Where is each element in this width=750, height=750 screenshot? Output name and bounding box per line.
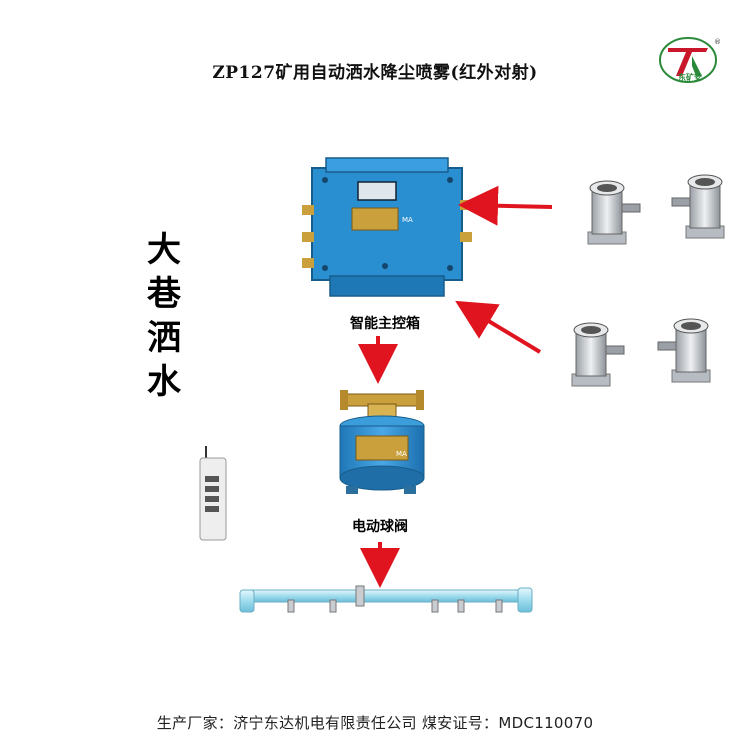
remote-control: [199, 446, 227, 541]
infrared-sensor: [571, 322, 625, 387]
infrared-sensor: [671, 174, 725, 239]
ball-valve-label: 电动球阀: [352, 519, 408, 535]
footer-manufacturer: 生产厂家：济宁东达机电有限责任公司 煤安证号：MDC110070: [156, 714, 594, 732]
control-box: MA: [302, 157, 472, 297]
control-box-label: 智能主控箱: [350, 316, 420, 332]
arrow-sensor-bottom: [455, 300, 542, 354]
infrared-sensor: [587, 180, 641, 245]
logo-text: 东矿安: [678, 73, 702, 82]
spray-pipe: [239, 585, 533, 613]
infrared-sensor: [657, 318, 711, 383]
side-label: 大巷洒水: [147, 230, 181, 402]
page-title: ZP127矿用自动洒水降尘喷雾(红外对射): [212, 63, 538, 83]
arrow-sensor-top: [458, 185, 553, 226]
control-box-plate: MA: [402, 216, 413, 224]
company-logo: ®: [659, 37, 720, 83]
electric-ball-valve: MA: [339, 390, 425, 494]
svg-text:®: ®: [714, 38, 720, 46]
valve-plate: MA: [396, 450, 407, 458]
